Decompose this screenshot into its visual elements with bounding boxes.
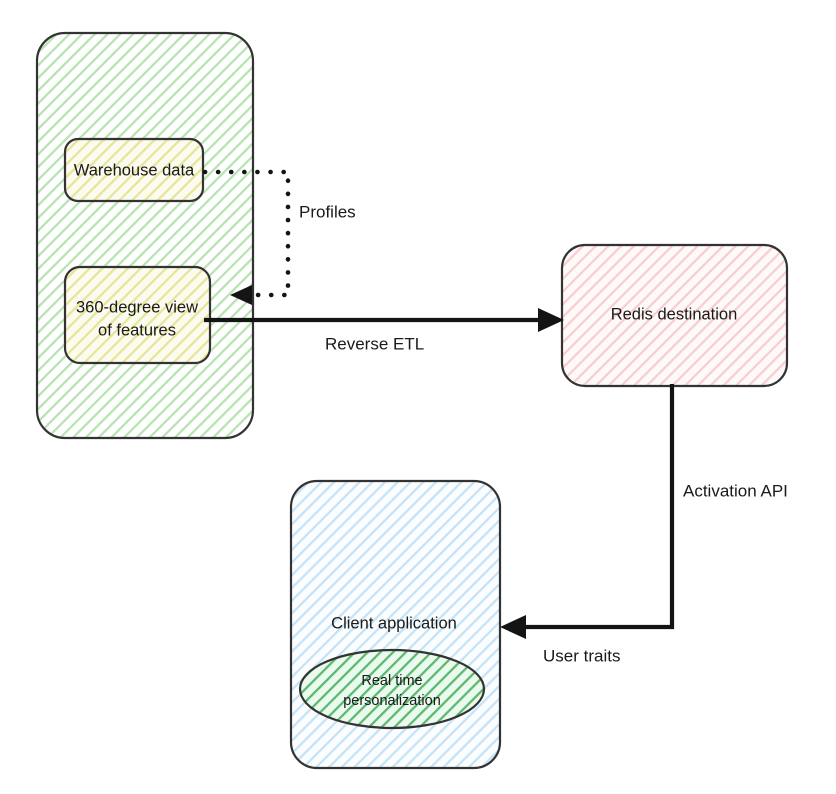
redis-destination-label: Redis destination [611,305,738,323]
real-time-personalization-fill [300,650,484,728]
node-redis-destination[interactable]: Redis destination [560,243,789,388]
edge-profiles-path [202,169,291,298]
edge-reverse-etl-label: Reverse ETL [325,334,424,353]
client-application-label: Client application [331,614,457,632]
edge-reverse-etl[interactable]: Reverse ETL [204,308,564,353]
real-time-personalization-outline [298,648,486,730]
feature-view-outline [63,265,212,365]
edge-activation-api[interactable]: Activation API User traits [500,384,788,665]
redis-destination-outline [560,243,789,388]
feature-view-label-line1: 360-degree view [76,298,198,316]
client-application-outline [289,479,502,770]
edge-profiles-arrowhead [230,285,252,305]
node-feature-view[interactable]: 360-degree view of features [63,265,212,365]
edge-profiles[interactable]: Profiles [202,169,356,305]
feature-view-fill [65,267,210,363]
node-warehouse-data[interactable]: Warehouse data [63,137,205,203]
warehouse-data-outline [63,137,205,203]
node-warehouse-container[interactable] [35,31,255,440]
edge-profiles-label: Profiles [299,202,356,221]
warehouse-container-outline [35,31,255,440]
edge-user-traits-label: User traits [543,646,620,665]
real-time-personalization-label-line1: Real time [361,673,422,689]
edge-activation-api-path [512,384,675,630]
edge-activation-api-arrowhead [500,615,526,639]
warehouse-container-fill [37,33,253,438]
real-time-personalization-label-line2: personalization [343,693,441,709]
feature-view-label-line2: of features [98,321,176,339]
edge-reverse-etl-arrowhead [538,308,564,332]
edge-activation-api-label: Activation API [683,481,788,500]
warehouse-data-fill [65,139,203,201]
redis-destination-fill [562,245,787,386]
node-real-time-personalization[interactable]: Real time personalization [298,648,486,730]
warehouse-data-label: Warehouse data [74,161,195,179]
